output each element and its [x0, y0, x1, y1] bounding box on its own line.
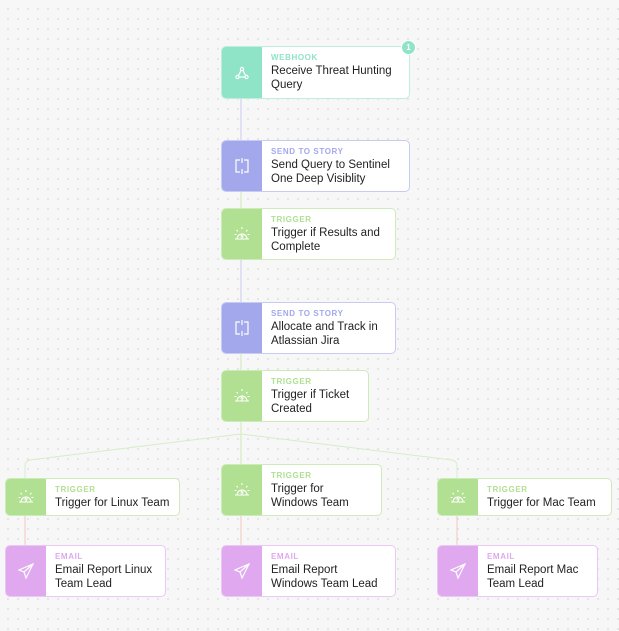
node-trigger[interactable]: TRIGGER Trigger if Ticket Created [221, 370, 369, 422]
send-to-story-icon [222, 303, 262, 353]
node-send-to-story[interactable]: SEND TO STORY Allocate and Track in Atla… [221, 302, 396, 354]
node-title: Allocate and Track in Atlassian Jira [271, 320, 378, 347]
node-title: Trigger for Linux Team [55, 496, 170, 509]
connector-line [240, 433, 458, 478]
event-count-badge[interactable]: 1 [401, 40, 416, 55]
node-email[interactable]: EMAIL Email Report Windows Team Lead [221, 545, 396, 597]
connector-line [24, 433, 242, 478]
node-trigger[interactable]: TRIGGER Trigger for Mac Team [437, 478, 612, 516]
node-type-label: WEBHOOK [271, 53, 318, 62]
paper-plane-icon [438, 546, 478, 596]
node-trigger[interactable]: TRIGGER Trigger if Results and Complete [221, 208, 396, 260]
node-type-label: EMAIL [487, 551, 515, 561]
node-title: Email Report Mac Team Lead [487, 563, 579, 590]
node-send-to-story[interactable]: SEND TO STORY Send Query to Sentinel One… [221, 140, 410, 192]
node-type-label: EMAIL [55, 551, 83, 561]
node-type-label: TRIGGER [487, 484, 528, 494]
webhook-icon [222, 47, 262, 98]
node-trigger[interactable]: TRIGGER Trigger for Windows Team [221, 464, 382, 516]
node-type-label: TRIGGER [55, 484, 96, 494]
node-title: Trigger for Mac Team [487, 496, 596, 509]
trigger-alarm-icon [222, 465, 262, 515]
node-title: Trigger for Windows Team [271, 482, 349, 509]
node-type-label: TRIGGER [271, 470, 312, 480]
node-title: Trigger if Ticket Created [271, 388, 350, 415]
node-type-label: EMAIL [271, 551, 299, 561]
node-title: Receive Threat Hunting Query [271, 65, 392, 91]
trigger-alarm-icon [438, 479, 478, 515]
node-webhook[interactable]: WEBHOOK Receive Threat Hunting Query 1 [221, 40, 416, 99]
node-type-label: TRIGGER [271, 376, 312, 386]
paper-plane-icon [222, 546, 262, 596]
paper-plane-icon [6, 546, 46, 596]
node-type-label: SEND TO STORY [271, 308, 344, 318]
node-trigger[interactable]: TRIGGER Trigger for Linux Team [5, 478, 180, 516]
node-email[interactable]: EMAIL Email Report Linux Team Lead [5, 545, 166, 597]
node-title: Email Report Linux Team Lead [55, 563, 153, 590]
node-title: Send Query to Sentinel One Deep Visiblit… [271, 158, 390, 185]
node-title: Trigger if Results and Complete [271, 226, 380, 253]
node-type-label: TRIGGER [271, 214, 312, 224]
trigger-alarm-icon [222, 371, 262, 421]
trigger-alarm-icon [6, 479, 46, 515]
send-to-story-icon [222, 141, 262, 191]
node-title: Email Report Windows Team Lead [271, 563, 378, 590]
node-type-label: SEND TO STORY [271, 146, 344, 156]
node-email[interactable]: EMAIL Email Report Mac Team Lead [437, 545, 598, 597]
trigger-alarm-icon [222, 209, 262, 259]
